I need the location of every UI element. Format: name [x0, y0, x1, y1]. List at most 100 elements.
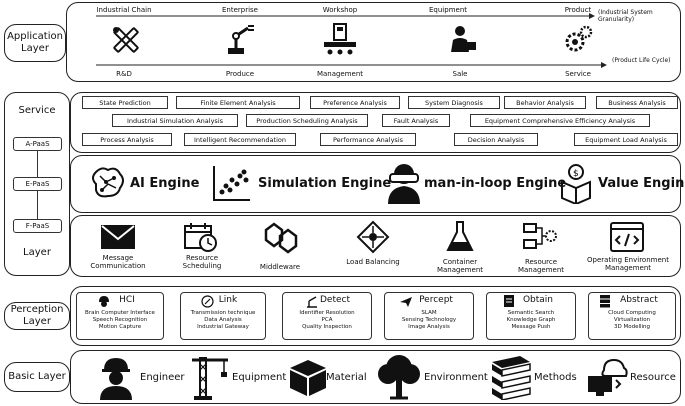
svc-finite-element: Finite Element Analysis: [176, 96, 300, 109]
engineer-icon: [100, 358, 132, 400]
perception-card-hci: HCI Brain Computer Interface Speech Reco…: [76, 292, 164, 340]
app-bottom-management: Management: [316, 70, 364, 78]
perception-percept-lines: SLAM Sensing Technology Image Analysis: [385, 310, 473, 331]
application-layer-panel: [66, 2, 681, 82]
module-resource-scheduling: Resource Scheduling: [182, 254, 222, 270]
brain-icon: [92, 167, 124, 198]
calendar-clock-icon: [184, 223, 217, 252]
perception-card-link: Link Transmission technique Data Analysi…: [180, 292, 266, 340]
paas-e: E-PaaS: [13, 177, 62, 191]
perception-abstract-lines: Cloud Computing Virtualization 3D Modell…: [589, 310, 675, 331]
perception-detect-line: Identifier Resolution: [299, 310, 355, 316]
resource-blocks-icon: [523, 223, 557, 249]
vr-headset-icon: [388, 164, 420, 204]
paas-a: A-PaaS: [13, 137, 62, 151]
svc-decision: Decision Analysis: [454, 133, 538, 146]
conveyor-icon: [324, 23, 356, 55]
basic-engineer-label: Engineer: [140, 372, 185, 383]
tree-icon: [378, 355, 420, 400]
cloud-computer-icon: [588, 358, 628, 396]
app-top-enterprise: Enterprise: [221, 6, 258, 14]
perception-layer-label: Perception Layer: [4, 302, 70, 330]
svc-behavior: Behavior Analysis: [504, 96, 586, 109]
perception-detect-line: PCA: [321, 317, 333, 323]
perception-hci-line: Speech Recognition: [92, 317, 148, 323]
perception-abstract-title: Abstract: [620, 295, 658, 305]
basic-layer-label: Basic Layer: [4, 362, 70, 392]
app-top-workshop: Workshop: [322, 6, 358, 14]
svc-industrial-simulation: Industrial Simulation Analysis: [112, 114, 238, 127]
hexagons-icon: [264, 222, 298, 254]
basic-environment-label: Environment: [424, 372, 488, 383]
ai-engine-label: AI Engine: [130, 176, 200, 191]
perception-detect-title: Detect: [319, 295, 350, 305]
application-arrows: [96, 13, 607, 68]
perception-layer-text: Perception Layer: [10, 304, 64, 327]
plane-icon: [400, 297, 412, 307]
basic-material-label: Material: [326, 372, 367, 383]
server-icon: [600, 295, 610, 308]
svc-performance: Performance Analysis: [320, 133, 416, 146]
svc-equipment-efficiency: Equipment Comprehensive Efficiency Analy…: [470, 114, 650, 127]
network-icon: [356, 220, 390, 254]
perception-detect-lines: Identifier Resolution PCA Quality Inspec…: [283, 310, 371, 331]
scatter-chart-icon: [213, 166, 250, 201]
document-icon: [504, 295, 514, 307]
module-container-management: Container Management: [436, 258, 484, 274]
svc-intelligent-recommendation: Intelligent Recommendation: [184, 133, 296, 146]
app-bottom-sale: Sale: [452, 70, 468, 78]
perception-hci-title: HCI: [119, 295, 135, 305]
svc-production-scheduling: Production Scheduling Analysis: [246, 114, 368, 127]
basic-equipment-label: Equipment: [232, 372, 287, 383]
robot-arm-icon: [228, 25, 254, 54]
perception-link-line: Data Analysis: [204, 317, 242, 323]
perception-obtain-line: Semantic Search: [507, 310, 555, 316]
module-middleware: Middleware: [259, 263, 301, 271]
basic-resource-label: Resource: [630, 372, 676, 383]
tools-icon: [113, 27, 139, 53]
svc-system-diagnosis: System Diagnosis: [408, 96, 500, 109]
paas-f: F-PaaS: [13, 219, 62, 233]
perception-hci-line: Motion Capture: [98, 324, 142, 330]
man-in-loop-engine-label: man-in-loop Engine: [424, 176, 567, 191]
app-top-note: (Industrial System Granularity): [598, 9, 653, 23]
worker-icon: [99, 296, 109, 307]
svc-equipment-load: Equipment Load Analysis: [574, 133, 678, 146]
envelope-icon: [101, 225, 135, 249]
perception-card-detect: Detect Identifier Resolution PCA Quality…: [282, 292, 372, 340]
module-resource-management: Resource Management: [517, 258, 565, 274]
svc-preference: Preference Analysis: [310, 96, 400, 109]
perception-percept-line: Sensing Technology: [401, 317, 457, 323]
svc-state-prediction: State Prediction: [82, 96, 168, 109]
perception-percept-line: Image Analysis: [408, 324, 450, 330]
flask-icon: [446, 221, 474, 251]
perception-link-lines: Transmission technique Data Analysis Ind…: [181, 310, 265, 331]
perception-link-title: Link: [218, 295, 238, 305]
box-icon: [290, 360, 326, 396]
perception-link-line: Industrial Gateway: [197, 324, 249, 330]
svc-fault: Fault Analysis: [382, 114, 450, 127]
app-top-product: Product: [564, 6, 592, 14]
link-icon: [201, 295, 214, 308]
app-bottom-produce: Produce: [225, 70, 255, 78]
detector-icon: [307, 296, 317, 308]
value-box-icon: $: [561, 164, 591, 204]
perception-panel: [70, 286, 681, 346]
perception-hci-line: Brain Computer Interface: [85, 310, 155, 316]
perception-card-abstract: Abstract Cloud Computing Virtualization …: [588, 292, 676, 340]
module-operating-environment-management: Operating Environment Management: [587, 256, 669, 272]
perception-percept-line: SLAM: [421, 310, 437, 316]
app-bottom-service: Service: [565, 70, 591, 78]
app-top-industrial-chain: Industrial Chain: [96, 6, 152, 14]
perception-obtain-line: Knowledge Graph: [506, 317, 556, 323]
basic-layer-text: Basic Layer: [8, 371, 66, 382]
perception-abstract-line: Cloud Computing: [608, 310, 656, 316]
perception-abstract-line: 3D Modelling: [613, 324, 651, 330]
app-bottom-rnd: R&D: [116, 70, 132, 78]
application-layer-label: Application Layer: [4, 24, 66, 62]
service-layer-text-bottom: Layer: [23, 247, 51, 258]
app-bottom-note: (Product Life Cycle): [612, 57, 671, 64]
perception-obtain-lines: Semantic Search Knowledge Graph Message …: [487, 310, 575, 331]
application-layer-text: Application Layer: [7, 31, 63, 54]
person-laptop-icon: [451, 26, 476, 52]
